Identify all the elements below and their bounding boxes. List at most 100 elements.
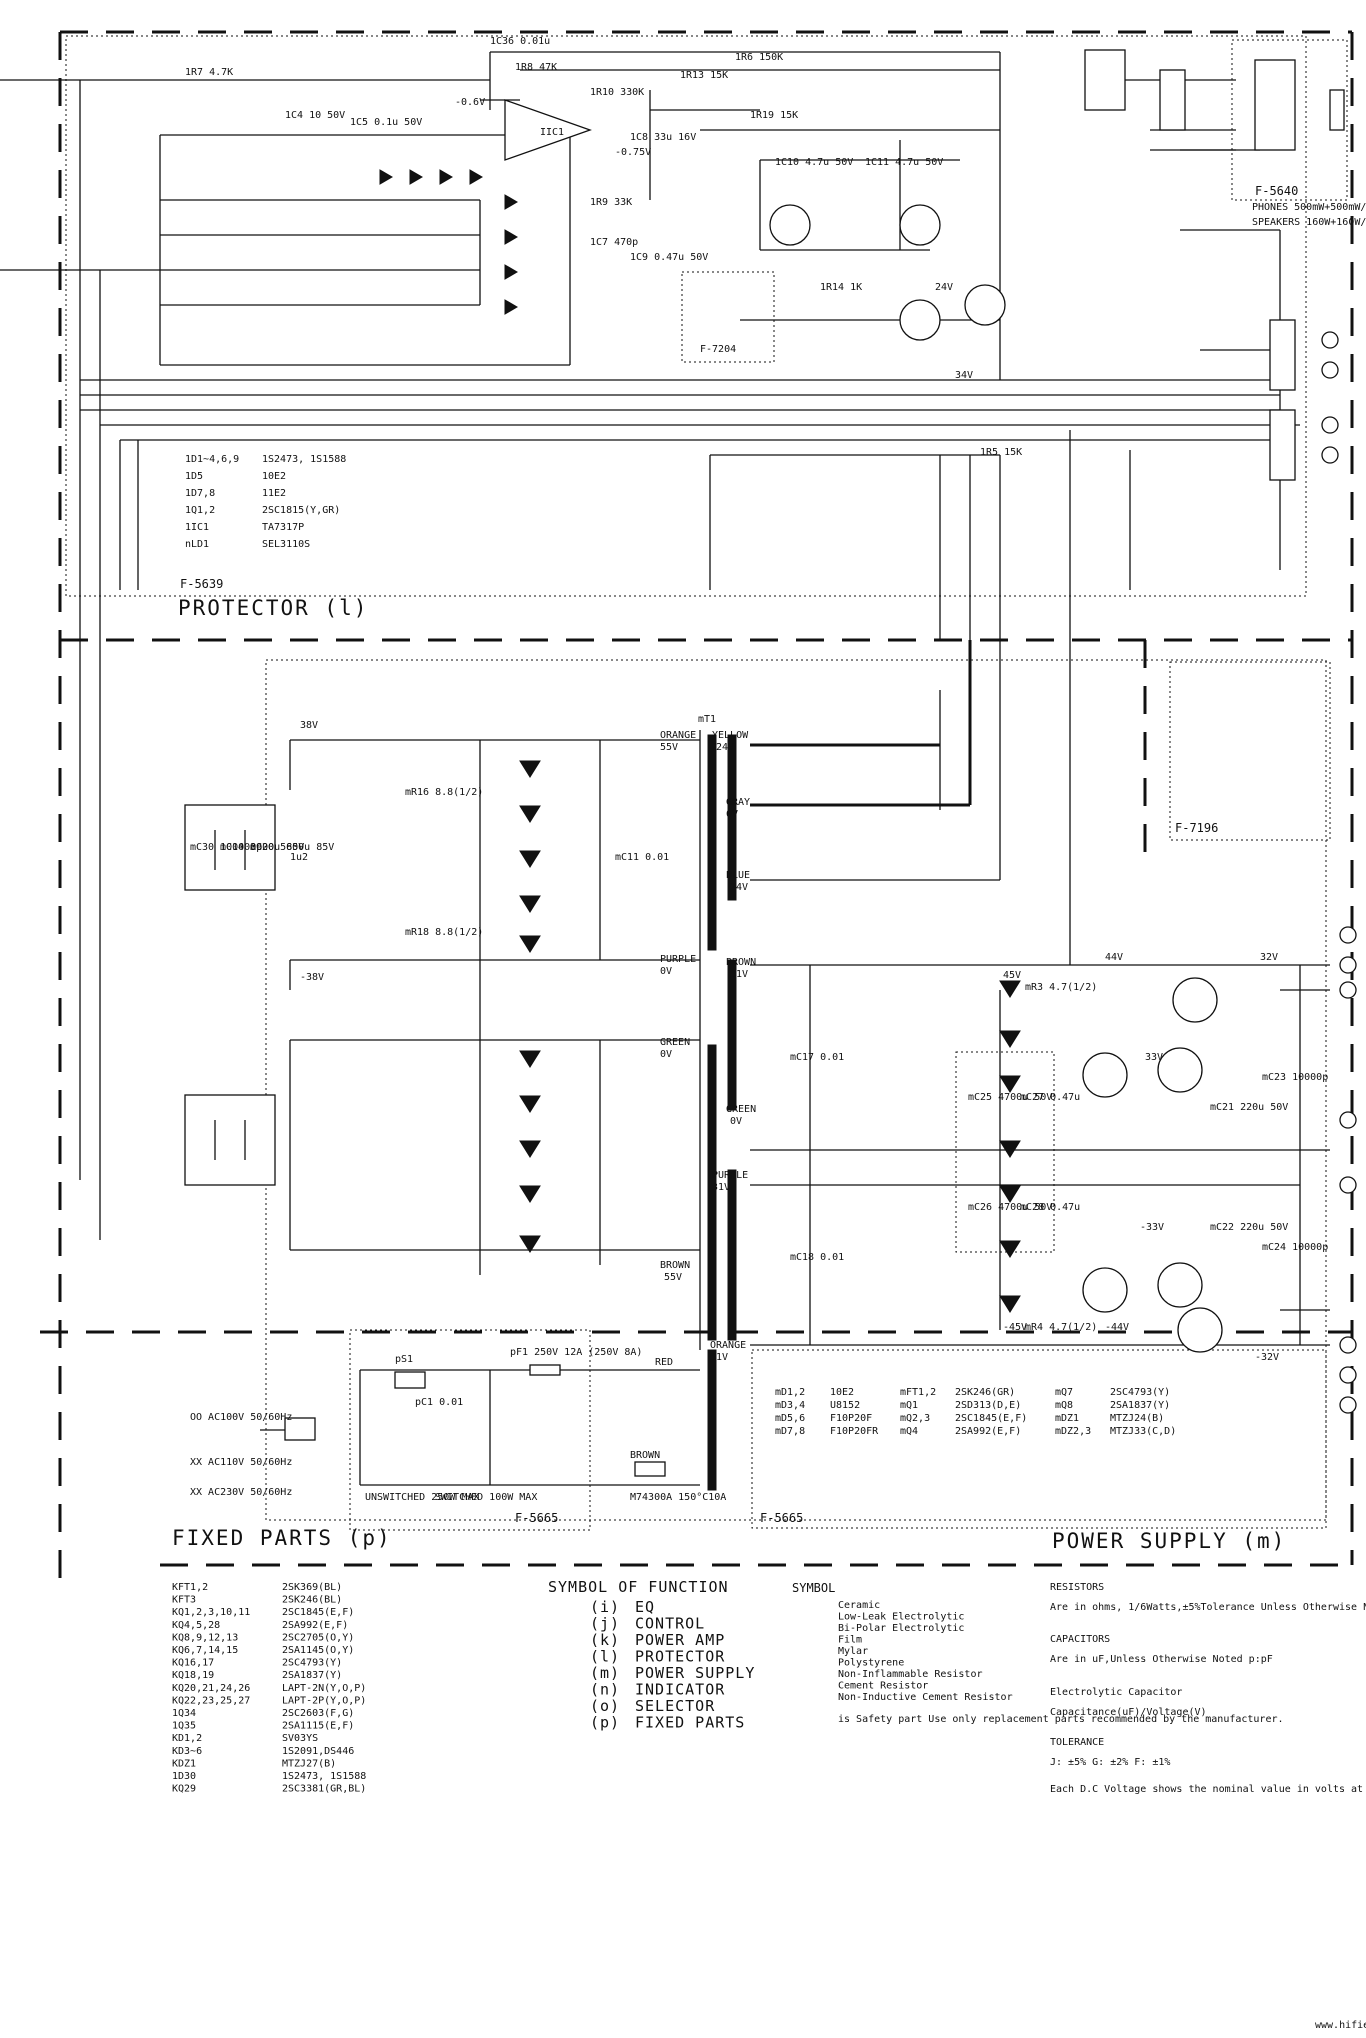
rectifier-diode-icon xyxy=(519,805,541,823)
tap-voltage: 0V xyxy=(660,1049,672,1060)
left-part-value: LAPT-2P(Y,O,P) xyxy=(282,1695,366,1706)
ps-part-value: U8152 xyxy=(830,1400,860,1411)
left-part-ref: KQ4,5,28 xyxy=(172,1620,220,1631)
left-part-value: 2SK369(BL) xyxy=(282,1582,342,1593)
left-part-value: 2SC1845(E,F) xyxy=(282,1607,354,1618)
voltage-neg075: -0.75V xyxy=(615,147,651,158)
function-key: (p) xyxy=(590,1714,620,1732)
note-heading: Electrolytic Capacitor xyxy=(1050,1687,1182,1698)
rectifier-diode-icon xyxy=(519,760,541,778)
left-part-ref: KQ29 xyxy=(172,1784,196,1795)
tap-color: ORANGE xyxy=(710,1340,746,1351)
ps-part-ref: mQ4 xyxy=(900,1426,918,1437)
section-frames xyxy=(40,30,1354,1580)
ps-part-ref: mQ2,3 xyxy=(900,1413,930,1424)
ps-part-ref: mFT1,2 xyxy=(900,1387,936,1398)
rectifier-diode-icon xyxy=(519,1050,541,1068)
ps-capacitor-label: mC22 220u 50V xyxy=(1210,1222,1288,1233)
ac-option: XX AC230V 50/60Hz xyxy=(190,1487,292,1498)
symbol-item: Polystyrene xyxy=(838,1658,904,1669)
label-1c5: 1C5 0.1u 50V xyxy=(350,117,422,128)
note-text: Capacitance(uF)/Voltage(V) xyxy=(1050,1707,1207,1718)
ps-part-ref: mD7,8 xyxy=(775,1426,805,1437)
tap-voltage: 31V xyxy=(712,1182,730,1193)
board-f7196: F-7196 xyxy=(1175,821,1218,835)
left-part-ref: KQ22,23,25,27 xyxy=(172,1695,250,1706)
left-part-value: 2SA1115(E,F) xyxy=(282,1721,354,1732)
rail-voltage: 32V xyxy=(1260,952,1278,963)
rail-voltage: -32V xyxy=(1255,1352,1279,1363)
left-part-value: 2SA1145(O,Y) xyxy=(282,1645,354,1656)
thermal-fuse-label: M74300A 150°C10A xyxy=(630,1492,726,1503)
rectifier-diode-icon xyxy=(519,935,541,953)
ic1-opamp: IIC1 xyxy=(504,99,592,161)
tap-color: BLUE xyxy=(726,870,750,881)
ps-part-value: F10P20FR xyxy=(830,1426,879,1437)
protector-title: PROTECTOR (l) xyxy=(178,596,368,620)
rectifier-diode-icon xyxy=(999,1140,1021,1158)
left-part-ref: 1D30 xyxy=(172,1771,196,1782)
function-key: (l) xyxy=(590,1648,620,1666)
ps-resistor-label: mR18 8.8(1/2) xyxy=(405,927,483,938)
ac-option: XX AC110V 50/60Hz xyxy=(190,1457,292,1468)
rail-voltage: 45V xyxy=(1003,970,1021,981)
tap-color: ORANGE xyxy=(660,730,696,741)
function-symbols: SYMBOL OF FUNCTION(i)EQ(j)CONTROL(k)POWE… xyxy=(548,1578,755,1732)
ps-part-value: 10E2 xyxy=(830,1387,854,1398)
label-1r13: 1R13 15K xyxy=(680,70,728,81)
note-text: Each D.C Voltage shows the nominal value… xyxy=(1050,1784,1366,1795)
fixed-parts-title: FIXED PARTS (p) xyxy=(172,1526,392,1550)
wire-brown: BROWN xyxy=(630,1450,660,1461)
ps-part-value: 2SK246(GR) xyxy=(955,1387,1015,1398)
symbol-item: Film xyxy=(838,1635,862,1646)
tap-voltage: 0V xyxy=(660,966,672,977)
label-1r10: 1R10 330K xyxy=(590,87,644,98)
protector-part-value: 2SC1815(Y,GR) xyxy=(262,505,340,516)
label-1r9: 1R9 33K xyxy=(590,197,632,208)
tap-color: BROWN xyxy=(660,1260,690,1271)
rail-voltage: 33V xyxy=(1145,1052,1163,1063)
tap-voltage: 24V xyxy=(730,882,748,893)
rectifier-diodes xyxy=(519,760,1021,1313)
ps-part-value: MTZJ33(C,D) xyxy=(1110,1426,1176,1437)
function-value: CONTROL xyxy=(635,1615,705,1633)
function-key: (j) xyxy=(590,1615,620,1633)
rectifier-diode-icon xyxy=(999,980,1021,998)
tap-color: PURPLE xyxy=(712,1170,748,1181)
tap-voltage: 31V xyxy=(710,1352,728,1363)
left-part-ref: KQ16,17 xyxy=(172,1658,214,1669)
left-part-value: 1S2091,DS446 xyxy=(282,1746,354,1757)
function-value: EQ xyxy=(635,1598,655,1616)
function-value: POWER SUPPLY xyxy=(635,1664,755,1682)
ps-capacitor-label: mC14 3900u 85V xyxy=(220,842,304,853)
power-switch-label: pS1 xyxy=(395,1354,413,1365)
left-part-ref: KFT3 xyxy=(172,1595,196,1606)
left-part-value: 2SA1837(Y) xyxy=(282,1670,342,1681)
power-supply-wiring xyxy=(289,640,1330,1350)
left-part-ref: 1Q34 xyxy=(172,1708,196,1719)
note-text: Are in uF,Unless Otherwise Noted p:pF xyxy=(1050,1654,1273,1665)
ps-part-value: 2SA1837(Y) xyxy=(1110,1400,1170,1411)
board-f7204: F-7204 xyxy=(700,344,736,355)
ps-resistor-label: mR4 4.7(1/2) xyxy=(1025,1322,1097,1333)
ic1-label: IIC1 xyxy=(540,127,564,138)
symbol-item: Non-Inductive Cement Resistor xyxy=(838,1692,1013,1703)
tap-color: GREEN xyxy=(726,1104,756,1115)
ps-capacitor-label: mC11 0.01 xyxy=(615,852,669,863)
label-1r6: 1R6 150K xyxy=(735,52,783,63)
transformer-label: mT1 xyxy=(698,714,716,725)
speakers-rating: SPEAKERS 160W+160W/8Ω xyxy=(1252,217,1366,228)
note-heading: TOLERANCE xyxy=(1050,1737,1104,1748)
voltage-34v: 34V xyxy=(955,370,973,381)
unswitched-outlet-label: UNSWITCHED 250W MAX xyxy=(365,1492,479,1503)
ps-capacitor-label: mC26 4700u 50V xyxy=(968,1202,1052,1213)
label-1c8: 1C8 33u 16V xyxy=(630,132,696,143)
symbol-item: Mylar xyxy=(838,1646,868,1657)
rail-voltage: -45V xyxy=(1003,1322,1027,1333)
function-value: SELECTOR xyxy=(635,1697,715,1715)
